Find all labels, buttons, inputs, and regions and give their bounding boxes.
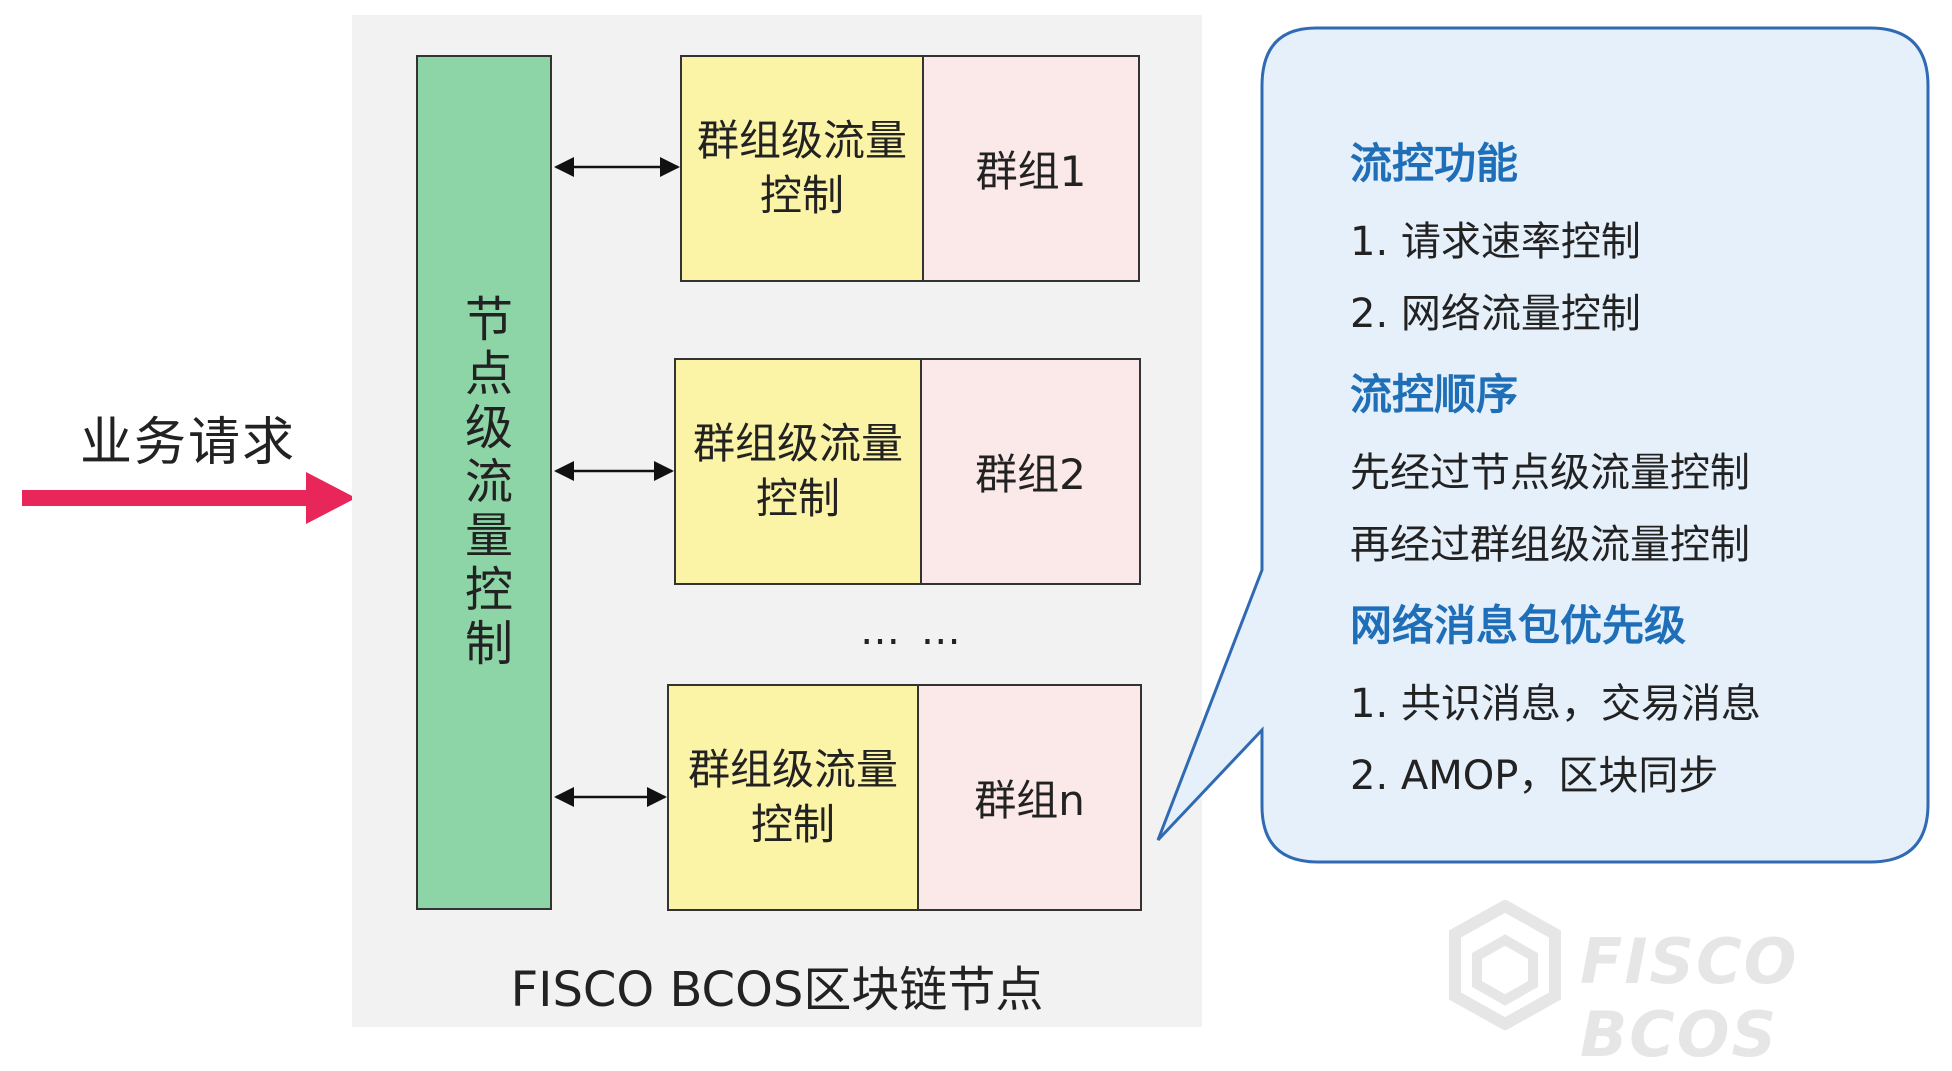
node-flow-control-label: 节点级流量控制 [456,293,512,672]
group-flow-control: 群组级流量控制 [669,686,919,909]
group-2: 群组级流量控制 群组2 [674,358,1141,585]
section-line: 先经过节点级流量控制 [1350,450,1750,496]
section-line: 1. 共识消息，交易消息 [1350,681,1761,727]
section-line: 再经过群组级流量控制 [1350,522,1750,568]
fisco-bcos-logo-icon [1449,900,1561,1030]
watermark-text: FISCO BCOS [1580,925,1799,1071]
section-line: 1. 请求速率控制 [1350,219,1641,265]
request-label: 业务请求 [80,413,297,473]
group-n: 群组级流量控制 群组n [667,684,1142,911]
group-name: 群组1 [924,57,1138,280]
ellipsis: … … [860,608,965,654]
group-flow-control: 群组级流量控制 [676,360,922,583]
group-1: 群组级流量控制 群组1 [680,55,1140,282]
group-name: 群组n [919,686,1140,909]
node-caption: FISCO BCOS区块链节点 [510,962,1044,1018]
group-name: 群组2 [922,360,1139,583]
request-arrow [22,472,356,524]
info-section-message-priority: 网络消息包优先级 1. 共识消息，交易消息 2. AMOP，区块同步 [1350,592,1910,801]
section-line: 2. 网络流量控制 [1350,291,1641,337]
connector-arrows [554,157,680,807]
node-flow-control-box: 节点级流量控制 [416,55,552,910]
info-section-flow-functions: 流控功能 1. 请求速率控制 2. 网络流量控制 [1350,130,1910,339]
section-title: 流控顺序 [1350,370,1519,419]
section-title: 网络消息包优先级 [1350,601,1687,650]
section-title: 流控功能 [1350,139,1519,188]
info-panel: 流控功能 1. 请求速率控制 2. 网络流量控制 流控顺序 先经过节点级流量控制… [1350,130,1910,823]
section-line: 2. AMOP，区块同步 [1350,753,1719,799]
info-section-flow-order: 流控顺序 先经过节点级流量控制 再经过群组级流量控制 [1350,361,1910,570]
callout-bubble [1156,26,1930,864]
group-flow-control: 群组级流量控制 [682,57,924,280]
